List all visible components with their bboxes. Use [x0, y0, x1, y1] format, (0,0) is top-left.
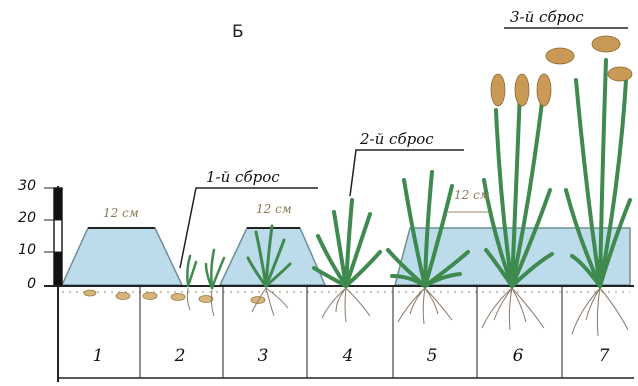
drop-label-1: 1-й сброс [206, 168, 280, 186]
seedling-stage-2 [187, 250, 224, 288]
water-stage-3 [220, 228, 325, 285]
depth-label-3: 12 см [454, 188, 490, 202]
seed [116, 293, 130, 300]
roots-stage-6 [482, 288, 544, 330]
ruler-label-10: 10 [8, 242, 36, 258]
drop-label-3: 3-й сброс [510, 8, 584, 26]
plant-stage-4 [314, 200, 380, 286]
seed [171, 294, 185, 301]
panicles-stage-6 [491, 74, 551, 106]
seed [143, 293, 157, 300]
ruler-label-20: 20 [8, 210, 36, 226]
stage-label-5: 5 [412, 346, 452, 366]
drop-label-2: 2-й сброс [360, 130, 434, 148]
roots-stage-7 [572, 288, 628, 336]
stage-label-3: 3 [243, 346, 283, 366]
stage-label-7: 7 [584, 346, 624, 366]
panel-letter: Б [232, 22, 244, 42]
ruler-segment-dark [54, 252, 62, 285]
depth-label-2: 12 см [256, 202, 292, 216]
panicles-stage-7 [546, 36, 632, 81]
roots-stage-3 [252, 288, 288, 316]
ruler-label-0: 0 [8, 276, 36, 292]
stage-label-6: 6 [498, 346, 538, 366]
depth-label-1: 12 см [103, 206, 139, 220]
roots-stage-4 [322, 288, 370, 322]
stage-label-4: 4 [328, 346, 368, 366]
stage-label-2: 2 [160, 346, 200, 366]
ruler-segment-dark [54, 188, 62, 220]
seed [84, 290, 96, 296]
stage-label-1: 1 [78, 346, 118, 366]
water-stage-1 [62, 228, 182, 285]
ruler-label-30: 30 [8, 178, 36, 194]
roots-stage-5 [398, 288, 452, 324]
